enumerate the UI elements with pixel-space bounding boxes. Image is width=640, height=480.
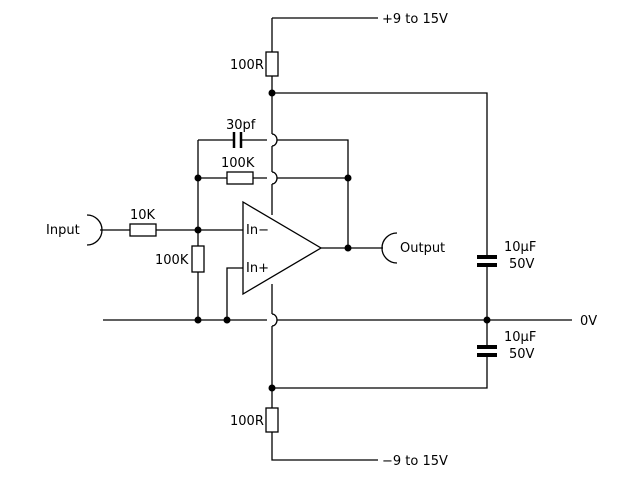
junction-dots bbox=[194, 89, 491, 392]
resistor-10k-input bbox=[129, 223, 157, 237]
capacitor-top bbox=[477, 255, 497, 320]
resistor-100r-bottom bbox=[265, 407, 279, 433]
label-r-top: 100R bbox=[230, 58, 264, 73]
resistor-100k-feedback bbox=[226, 171, 254, 185]
label-input: Input bbox=[46, 223, 80, 238]
label-r-bottom: 100R bbox=[230, 414, 264, 429]
feedback-network bbox=[197, 132, 349, 248]
output-jack bbox=[381, 232, 398, 264]
label-opamp-inverting: In− bbox=[246, 223, 269, 238]
label-c-top-voltage: 50V bbox=[509, 257, 535, 272]
label-supply-negative: −9 to 15V bbox=[382, 454, 448, 469]
label-r-feedback: 100K bbox=[221, 156, 255, 171]
label-c-bottom-voltage: 50V bbox=[509, 347, 535, 362]
negative-supply-wiring bbox=[265, 284, 488, 461]
label-c-bottom-value: 10µF bbox=[504, 330, 536, 345]
label-r-input: 10K bbox=[130, 208, 156, 223]
positive-supply-wiring bbox=[265, 17, 488, 255]
op-amp bbox=[226, 200, 398, 320]
input-jack bbox=[86, 214, 103, 246]
resistor-100k-bias bbox=[191, 245, 205, 273]
label-output: Output bbox=[400, 241, 445, 256]
label-c-feedback: 30pf bbox=[226, 118, 256, 133]
label-r-bias: 100K bbox=[155, 253, 189, 268]
label-c-top-value: 10µF bbox=[504, 240, 536, 255]
label-ground: 0V bbox=[580, 314, 597, 329]
label-opamp-noninverting: In+ bbox=[246, 261, 269, 276]
capacitor-bottom bbox=[477, 320, 497, 357]
label-supply-positive: +9 to 15V bbox=[382, 12, 448, 27]
resistor-100r-top bbox=[265, 51, 279, 77]
input-network bbox=[86, 178, 243, 320]
